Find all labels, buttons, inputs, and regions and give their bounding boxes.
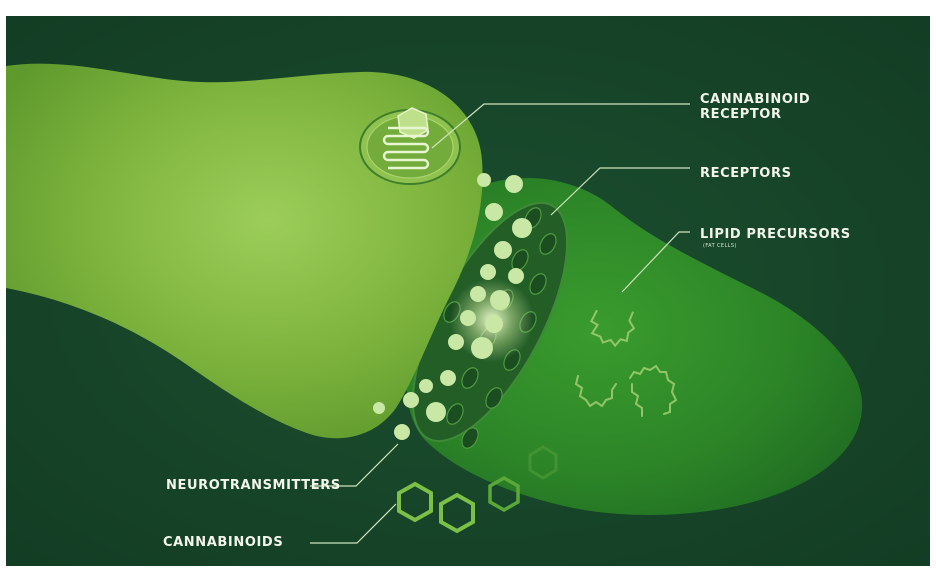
label-receptors: RECEPTORS	[700, 166, 792, 182]
label-cannabinoid-receptor-line1: CANNABINOID	[700, 92, 810, 108]
cannabinoid-receptor-organelle	[360, 108, 460, 184]
label-neurotransmitters: NEUROTRANSMITTERS	[166, 478, 341, 494]
label-cannabinoid-receptor-line2: RECEPTOR	[700, 107, 782, 123]
label-cannabinoids: CANNABINOIDS	[163, 535, 283, 551]
label-lipid-precursors-sub: (FAT CELLS)	[703, 238, 737, 254]
